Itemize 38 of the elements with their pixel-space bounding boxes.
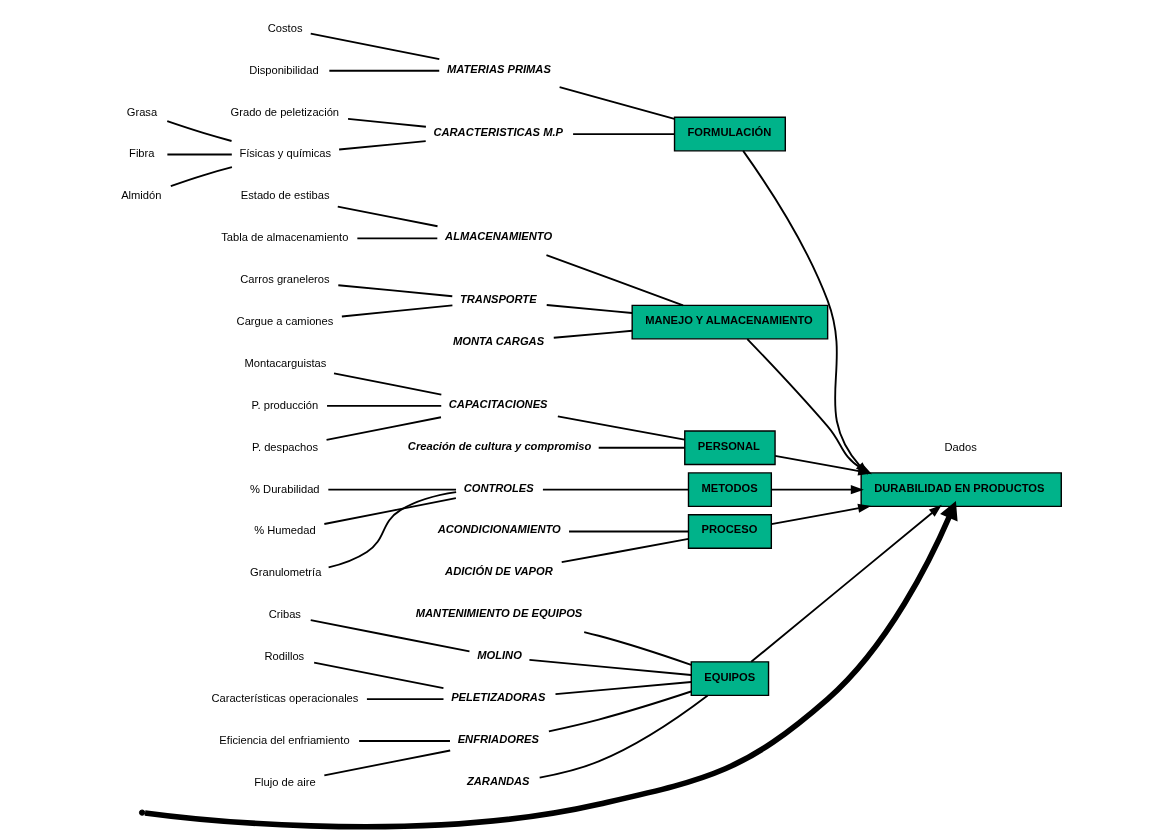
node-text: ENFRIADORES bbox=[457, 732, 539, 745]
node-text: ALMACENAMIENTO bbox=[445, 230, 553, 243]
node-text: Estado de estibas bbox=[240, 189, 330, 202]
node-text: TRANSPORTE bbox=[459, 292, 537, 305]
node-text: ZARANDAS bbox=[466, 774, 530, 787]
node-text: Rodillos bbox=[264, 650, 305, 663]
node-text: % Durabilidad bbox=[250, 482, 320, 495]
node-text: MONTA CARGAS bbox=[453, 334, 545, 347]
node-text: Físicas y químicas bbox=[239, 147, 332, 160]
node-text: Fibra bbox=[129, 147, 155, 160]
node-text: Montacarguistas bbox=[244, 356, 327, 369]
label: Dados bbox=[944, 440, 977, 453]
node-text: Carros graneleros bbox=[240, 273, 330, 286]
node-text: P. producción bbox=[251, 398, 319, 411]
node-text: Disponibilidad bbox=[249, 63, 319, 76]
node-text: CAPACITACIONES bbox=[448, 397, 548, 410]
node-text: Tabla de almacenamiento bbox=[221, 231, 349, 244]
node-text: Granulometría bbox=[250, 566, 322, 579]
node-text: Costos bbox=[267, 21, 303, 34]
node-text: MANTENIMIENTO DE EQUIPOS bbox=[415, 607, 583, 620]
node-text: PELETIZADORAS bbox=[451, 691, 546, 704]
node-text: ADICIÓN DE VAPOR bbox=[445, 565, 553, 578]
node-text: Creación de cultura y compromiso bbox=[407, 439, 592, 452]
node-text: Grado de peletización bbox=[230, 105, 340, 118]
node-text: Grasa bbox=[126, 105, 158, 118]
node-text: ACONDICIONAMIENTO bbox=[437, 523, 561, 536]
node-text: Cribas bbox=[268, 608, 301, 621]
node-text: % Humedad bbox=[254, 524, 316, 537]
node-text: P. despachos bbox=[251, 440, 319, 453]
node-text: Flujo de aire bbox=[254, 775, 316, 788]
node-text: MOLINO bbox=[477, 649, 522, 662]
node-text: CONTROLES bbox=[463, 481, 534, 494]
node-text: MATERIAS PRIMAS bbox=[446, 62, 551, 75]
node-text: Eficiencia del enfriamiento bbox=[219, 733, 350, 746]
node-text: Cargue a camiones bbox=[236, 314, 334, 327]
node-text: CARACTERISTICAS M.P bbox=[433, 126, 563, 139]
node-text: Almidón bbox=[121, 189, 162, 202]
node-text: Características operacionales bbox=[211, 691, 359, 704]
